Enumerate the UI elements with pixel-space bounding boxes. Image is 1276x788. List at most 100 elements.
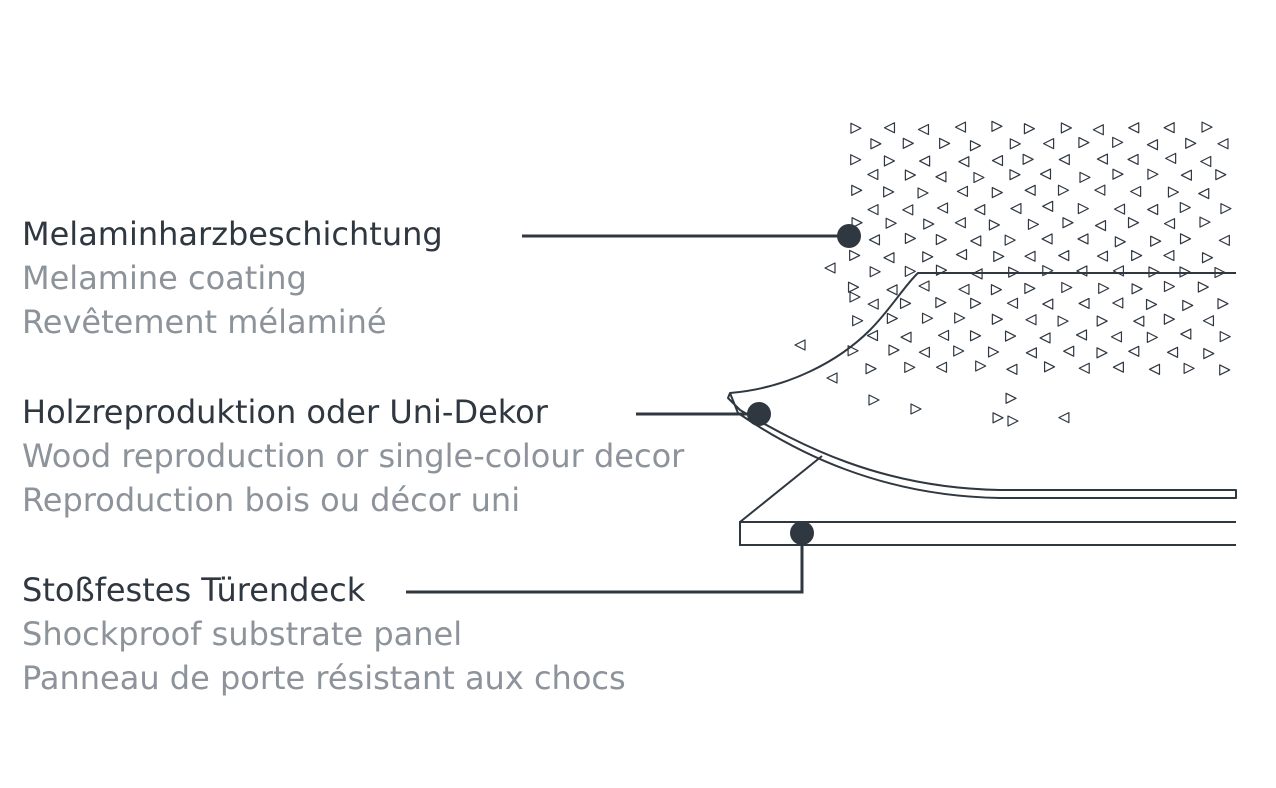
particle-triangle: [918, 280, 930, 292]
label-en: Wood reproduction or single-colour decor: [22, 437, 685, 475]
particle-triangle: [917, 187, 929, 199]
particle-triangle: [1006, 297, 1019, 309]
particle-triangle: [954, 312, 966, 324]
particle-triangle: [1007, 415, 1019, 427]
particle-triangle: [1094, 184, 1106, 196]
particle-triangle: [1127, 153, 1139, 166]
particle-triangle: [1079, 171, 1091, 183]
particle-triangle: [990, 284, 1003, 296]
particle-triangle: [1006, 363, 1018, 375]
particle-triangle: [1215, 169, 1227, 181]
label-en: Shockproof substrate panel: [22, 615, 463, 653]
particle-triangle: [904, 265, 916, 277]
particle-triangle: [888, 344, 900, 356]
particle-triangle: [1004, 234, 1016, 246]
particle-triangle: [1009, 169, 1021, 181]
particle-triangle: [1163, 313, 1175, 325]
particle-triangle: [1127, 217, 1140, 229]
particle-triangle: [918, 346, 930, 358]
particle-triangle: [1199, 216, 1211, 228]
particle-triangle: [1077, 233, 1089, 245]
particle-triangle: [1179, 201, 1191, 214]
particle-triangle: [970, 235, 982, 247]
particle-triangle: [969, 140, 982, 152]
particle-triangle: [1078, 297, 1090, 310]
label-de: Melaminharzbeschichtung: [22, 215, 443, 253]
particle-triangle: [902, 137, 914, 149]
particle-triangle: [993, 250, 1005, 263]
particle-triangle: [935, 296, 947, 309]
particle-triangle: [1042, 265, 1054, 277]
particle-triangle: [1078, 362, 1090, 374]
particle-triangle: [1163, 280, 1176, 293]
particle-triangle: [1022, 153, 1034, 165]
particle-triangle: [969, 330, 982, 342]
particle-triangle: [1220, 203, 1232, 215]
particle-triangle: [867, 168, 879, 181]
label-substrate-panel: Stoßfestes Türendeck Shockproof substrat…: [22, 568, 626, 700]
particle-triangle: [1180, 169, 1192, 181]
particle-triangle: [1005, 392, 1017, 404]
particle-triangle: [1076, 265, 1088, 277]
particle-triangle: [1077, 203, 1089, 215]
particle-triangle: [1203, 347, 1215, 360]
particle-triangle: [885, 217, 897, 229]
particle-triangle: [849, 249, 861, 262]
particle-triangle: [1112, 136, 1124, 148]
particle-triangle: [1094, 219, 1107, 232]
particle-triangle: [904, 232, 917, 245]
particle-triangle: [1219, 331, 1231, 343]
particle-triangle: [973, 171, 985, 184]
particle-triangle: [868, 234, 881, 246]
particle-triangle: [847, 281, 860, 293]
label-de: Stoßfestes Türendeck: [22, 571, 366, 609]
particle-triangle: [1131, 249, 1143, 262]
particle-triangle: [935, 233, 947, 246]
particle-triangle: [1130, 185, 1142, 198]
particle-triangle: [922, 251, 934, 263]
leader-dot-substrate: [790, 521, 814, 545]
particle-triangle: [1024, 282, 1036, 295]
particle-triangle: [1218, 234, 1230, 246]
particle-triangle: [935, 361, 948, 373]
particle-triangle: [954, 121, 967, 133]
particle-triangle: [847, 345, 859, 357]
particle-triangle: [1058, 249, 1070, 262]
particle-triangle: [1043, 138, 1055, 150]
particle-triangle: [956, 185, 969, 197]
particle-triangle: [937, 329, 950, 341]
particle-triangle: [1128, 122, 1140, 134]
particle-triangle: [1025, 347, 1037, 359]
particle-triangle: [936, 202, 949, 214]
particle-triangle: [883, 155, 896, 167]
particle-triangle: [1062, 217, 1074, 229]
particle-triangle: [1098, 282, 1110, 294]
particle-triangle: [955, 248, 968, 261]
particle-triangle: [867, 298, 879, 310]
particle-triangle: [886, 284, 898, 296]
particle-triangle: [1163, 249, 1175, 262]
label-fr: Reproduction bois ou décor uni: [22, 481, 521, 519]
particle-triangle: [902, 204, 914, 216]
particle-triangle: [824, 262, 836, 274]
particle-triangle: [904, 361, 916, 373]
particle-triangle: [988, 219, 1000, 231]
particle-triangle: [866, 329, 879, 342]
particle-triangle: [917, 123, 930, 136]
particle-triangle: [1092, 124, 1104, 136]
particle-triangle: [958, 156, 970, 168]
particle-triangle: [1112, 297, 1124, 309]
melamine-particles: [794, 120, 1232, 427]
particle-triangle: [1039, 332, 1051, 344]
particle-triangle: [870, 138, 882, 150]
particle-triangle: [1150, 235, 1162, 247]
particle-triangle: [1145, 298, 1158, 311]
particle-triangle: [953, 345, 965, 357]
particle-triangle: [1131, 283, 1143, 295]
particle-triangle: [1041, 233, 1053, 245]
particle-triangle: [1058, 153, 1070, 166]
particle-triangle: [1165, 152, 1177, 164]
particle-triangle: [1128, 345, 1140, 357]
particle-triangle: [1163, 122, 1175, 134]
